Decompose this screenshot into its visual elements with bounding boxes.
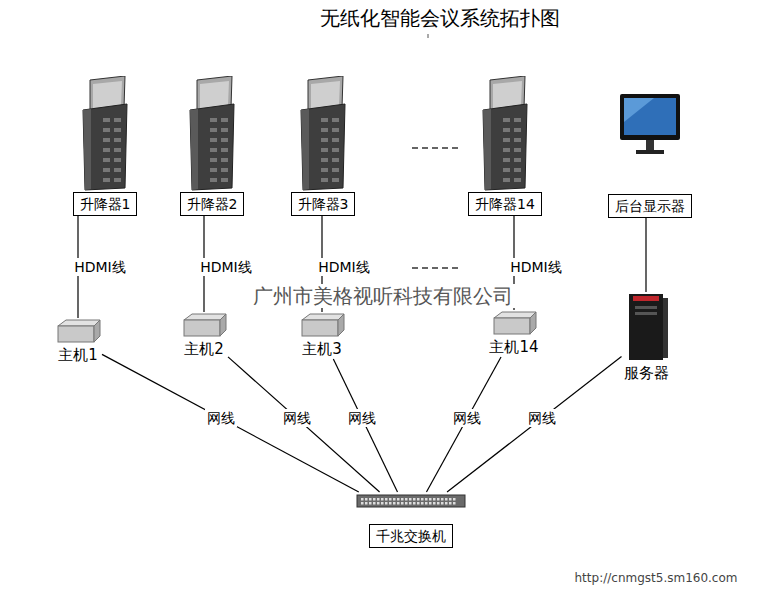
cable-label: 网线 bbox=[205, 409, 237, 427]
cable-label: 网线 bbox=[346, 409, 378, 427]
lift-icon bbox=[190, 76, 234, 190]
host-icon bbox=[302, 314, 344, 336]
mon-icon bbox=[620, 94, 680, 154]
device-label-box: 后台显示器 bbox=[608, 92, 692, 218]
device-name: 主机1 bbox=[56, 346, 100, 365]
host-icon bbox=[184, 314, 226, 336]
device-label-box: 升降器3 bbox=[291, 76, 356, 216]
cable-line bbox=[102, 354, 359, 492]
cable-line bbox=[447, 357, 621, 492]
device-label-box: 升降器1 bbox=[73, 76, 138, 216]
device-label-box: 升降器14 bbox=[468, 76, 542, 216]
cable-label: HDMI线 bbox=[316, 258, 372, 276]
source-url: http://cnmgst5.sm160.com bbox=[573, 570, 740, 586]
tower-icon bbox=[629, 294, 668, 360]
device-node: 主机14 bbox=[487, 310, 540, 357]
cable-label: HDMI线 bbox=[198, 258, 254, 276]
lift-icon bbox=[301, 76, 345, 190]
device-illustration bbox=[298, 312, 346, 340]
device-name: 主机3 bbox=[300, 340, 344, 359]
device-illustration bbox=[355, 492, 467, 524]
device-name: 升降器14 bbox=[468, 192, 542, 216]
lift-icon bbox=[483, 76, 527, 190]
cable-label: 网线 bbox=[451, 409, 483, 427]
device-name: 后台显示器 bbox=[608, 194, 692, 218]
device-illustration bbox=[475, 76, 535, 192]
device-illustration bbox=[623, 292, 669, 364]
lift-icon bbox=[83, 76, 127, 190]
host-icon bbox=[58, 320, 100, 342]
device-name: 服务器 bbox=[622, 364, 671, 383]
cable-label: 网线 bbox=[526, 409, 558, 427]
host-icon bbox=[494, 312, 536, 334]
cable-line bbox=[333, 359, 397, 492]
device-illustration bbox=[75, 76, 135, 192]
cable-line bbox=[426, 357, 501, 492]
device-name: 主机2 bbox=[182, 340, 226, 359]
device-illustration bbox=[182, 76, 242, 192]
device-name: 升降器1 bbox=[73, 192, 138, 216]
device-name: 升降器2 bbox=[180, 192, 245, 216]
device-illustration bbox=[293, 76, 353, 192]
watermark: 广州市美格视听科技有限公司 bbox=[251, 284, 515, 308]
ellipsis-dash bbox=[412, 267, 462, 269]
diagram-title: 无纸化智能会议系统拓扑图 bbox=[318, 6, 562, 30]
cable-line bbox=[228, 357, 380, 492]
cable-line bbox=[645, 218, 646, 292]
device-label-box: 升降器2 bbox=[180, 76, 245, 216]
device-illustration bbox=[54, 318, 102, 346]
cable-label: HDMI线 bbox=[72, 258, 128, 276]
device-label-box: 千兆交换机 bbox=[355, 492, 467, 548]
device-illustration bbox=[490, 310, 538, 338]
switch-icon bbox=[357, 495, 465, 507]
device-node: 主机1 bbox=[54, 318, 102, 365]
device-node: 主机3 bbox=[298, 312, 346, 359]
device-node: 服务器 bbox=[622, 292, 671, 383]
device-name: 千兆交换机 bbox=[369, 524, 453, 548]
device-node: 主机2 bbox=[180, 312, 228, 359]
device-illustration bbox=[614, 92, 686, 194]
cable-label: 网线 bbox=[281, 409, 313, 427]
device-name: 升降器3 bbox=[291, 192, 356, 216]
device-illustration bbox=[180, 312, 228, 340]
device-name: 主机14 bbox=[487, 338, 540, 357]
ellipsis-dash bbox=[412, 147, 462, 149]
cable-label: HDMI线 bbox=[508, 258, 564, 276]
tick-mark bbox=[428, 34, 429, 38]
